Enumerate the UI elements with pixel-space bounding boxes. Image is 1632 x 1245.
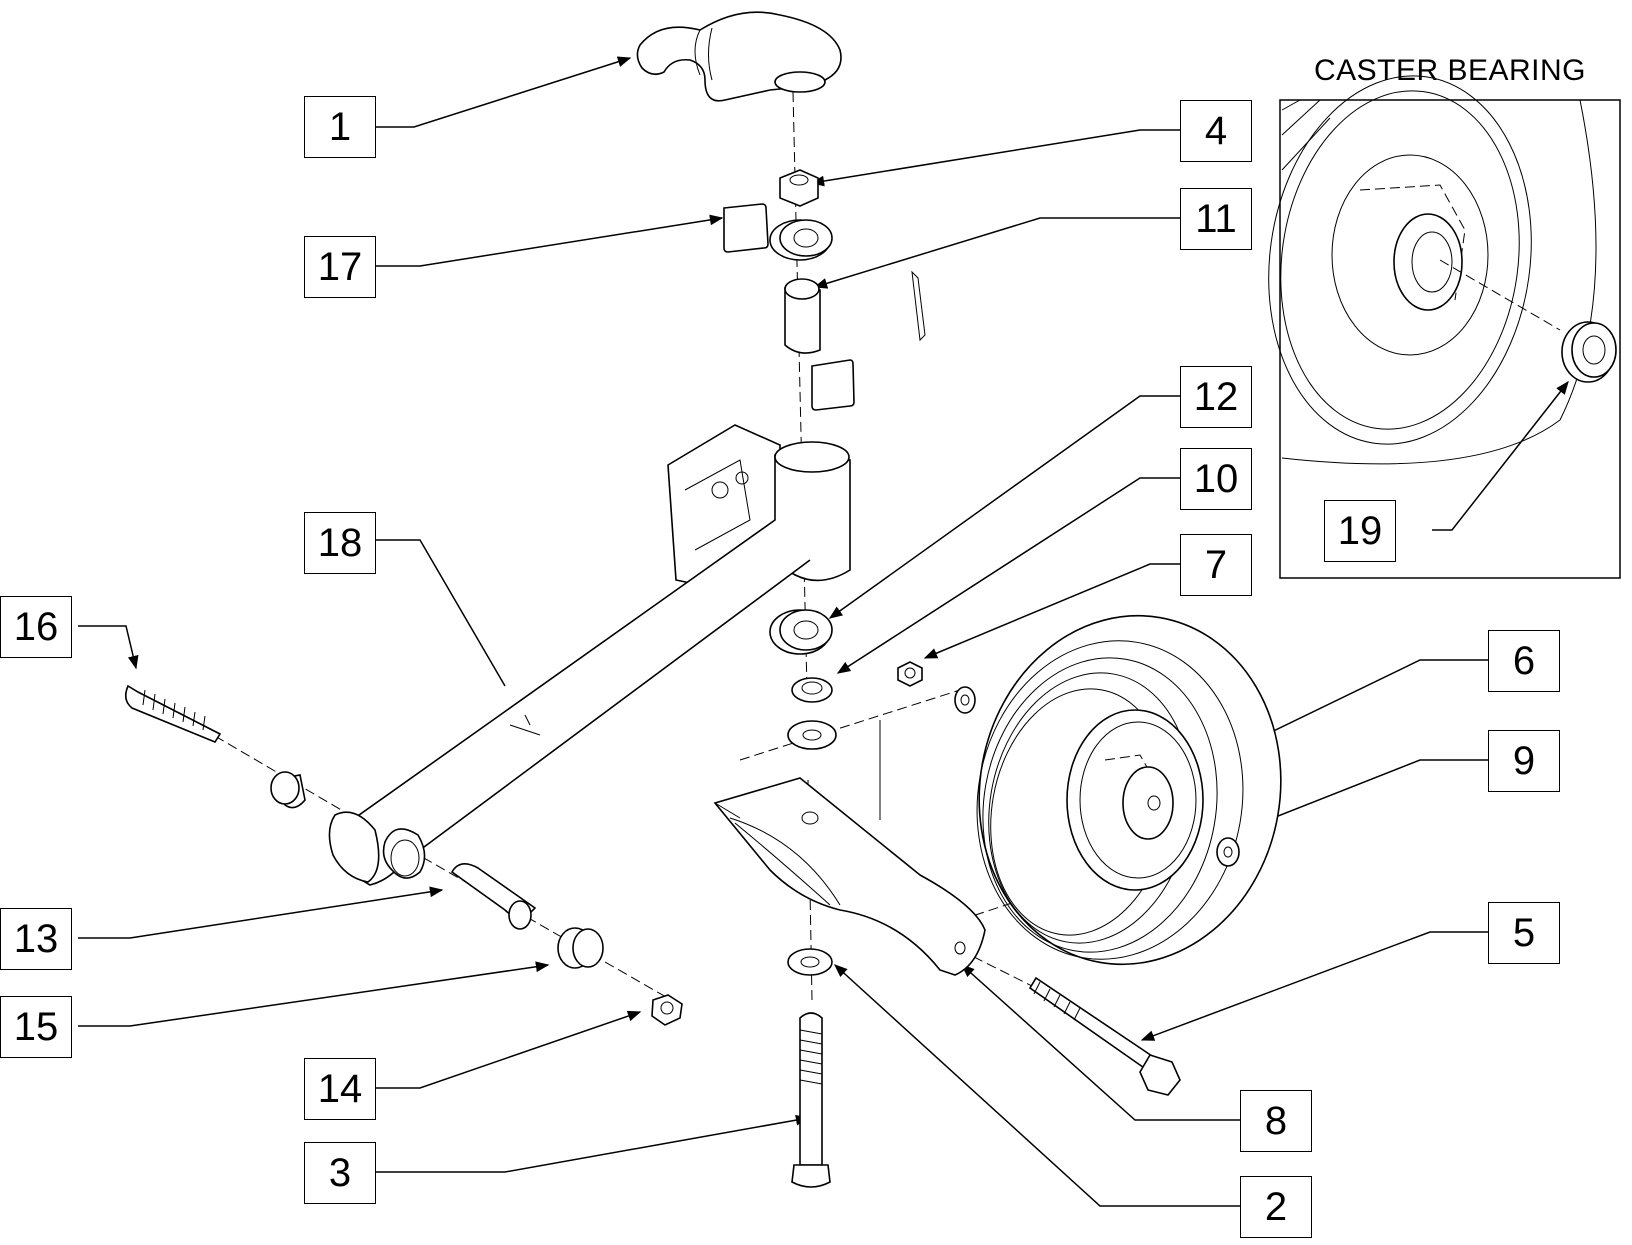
callout-8: 8 xyxy=(1240,1090,1312,1152)
callout-18: 18 xyxy=(304,512,376,574)
callout-5: 5 xyxy=(1488,902,1560,964)
bushing-upper xyxy=(270,771,306,809)
callout-1: 1 xyxy=(304,96,376,158)
clip xyxy=(911,270,926,342)
callout-7: 7 xyxy=(1180,534,1252,596)
callout-9: 9 xyxy=(1488,730,1560,792)
callout-14: 14 xyxy=(304,1058,376,1120)
callout-19: 19 xyxy=(1324,500,1396,562)
washer-top xyxy=(787,720,837,750)
part-13-tube xyxy=(450,863,537,930)
part-6-wheel xyxy=(976,614,1282,966)
inset-wheel-hub xyxy=(1268,75,1597,465)
washer-side xyxy=(954,686,976,714)
leader-lines xyxy=(78,56,1488,1207)
part-16-bolt xyxy=(124,684,222,743)
part-7-nut xyxy=(897,661,923,687)
spacer-sleeve xyxy=(784,278,821,354)
part-11-bearing-top xyxy=(769,219,833,261)
caster-bearing-title: CASTER BEARING xyxy=(1313,54,1587,87)
part-18-arm xyxy=(328,424,851,886)
part-1-cap xyxy=(636,11,842,102)
callout-3: 3 xyxy=(304,1142,376,1204)
callout-15: 15 xyxy=(0,996,72,1058)
part-14-nut xyxy=(651,994,683,1026)
callout-4: 4 xyxy=(1180,100,1252,162)
part-8-fork xyxy=(713,720,986,976)
part-15-bushing xyxy=(557,927,604,969)
caster-bearing-inset xyxy=(1268,75,1621,579)
part-9-washer xyxy=(1216,837,1240,867)
part-12-bearing xyxy=(769,609,833,655)
part-3-bolt xyxy=(791,1012,831,1188)
part-10-spacer xyxy=(791,677,833,703)
callout-2: 2 xyxy=(1240,1176,1312,1238)
callout-13: 13 xyxy=(0,908,72,970)
part-4-nut xyxy=(779,169,819,207)
label-sticker-2 xyxy=(811,359,855,411)
inset-bearing xyxy=(1561,321,1617,383)
part-17-label xyxy=(723,203,769,253)
callout-17: 17 xyxy=(304,236,376,298)
callout-11: 11 xyxy=(1180,188,1252,250)
callout-16: 16 xyxy=(0,596,72,658)
callout-12: 12 xyxy=(1180,366,1252,428)
callout-6: 6 xyxy=(1488,630,1560,692)
part-2-washer xyxy=(787,948,833,976)
callout-10: 10 xyxy=(1180,448,1252,510)
part-5-bolt xyxy=(1028,976,1181,1096)
